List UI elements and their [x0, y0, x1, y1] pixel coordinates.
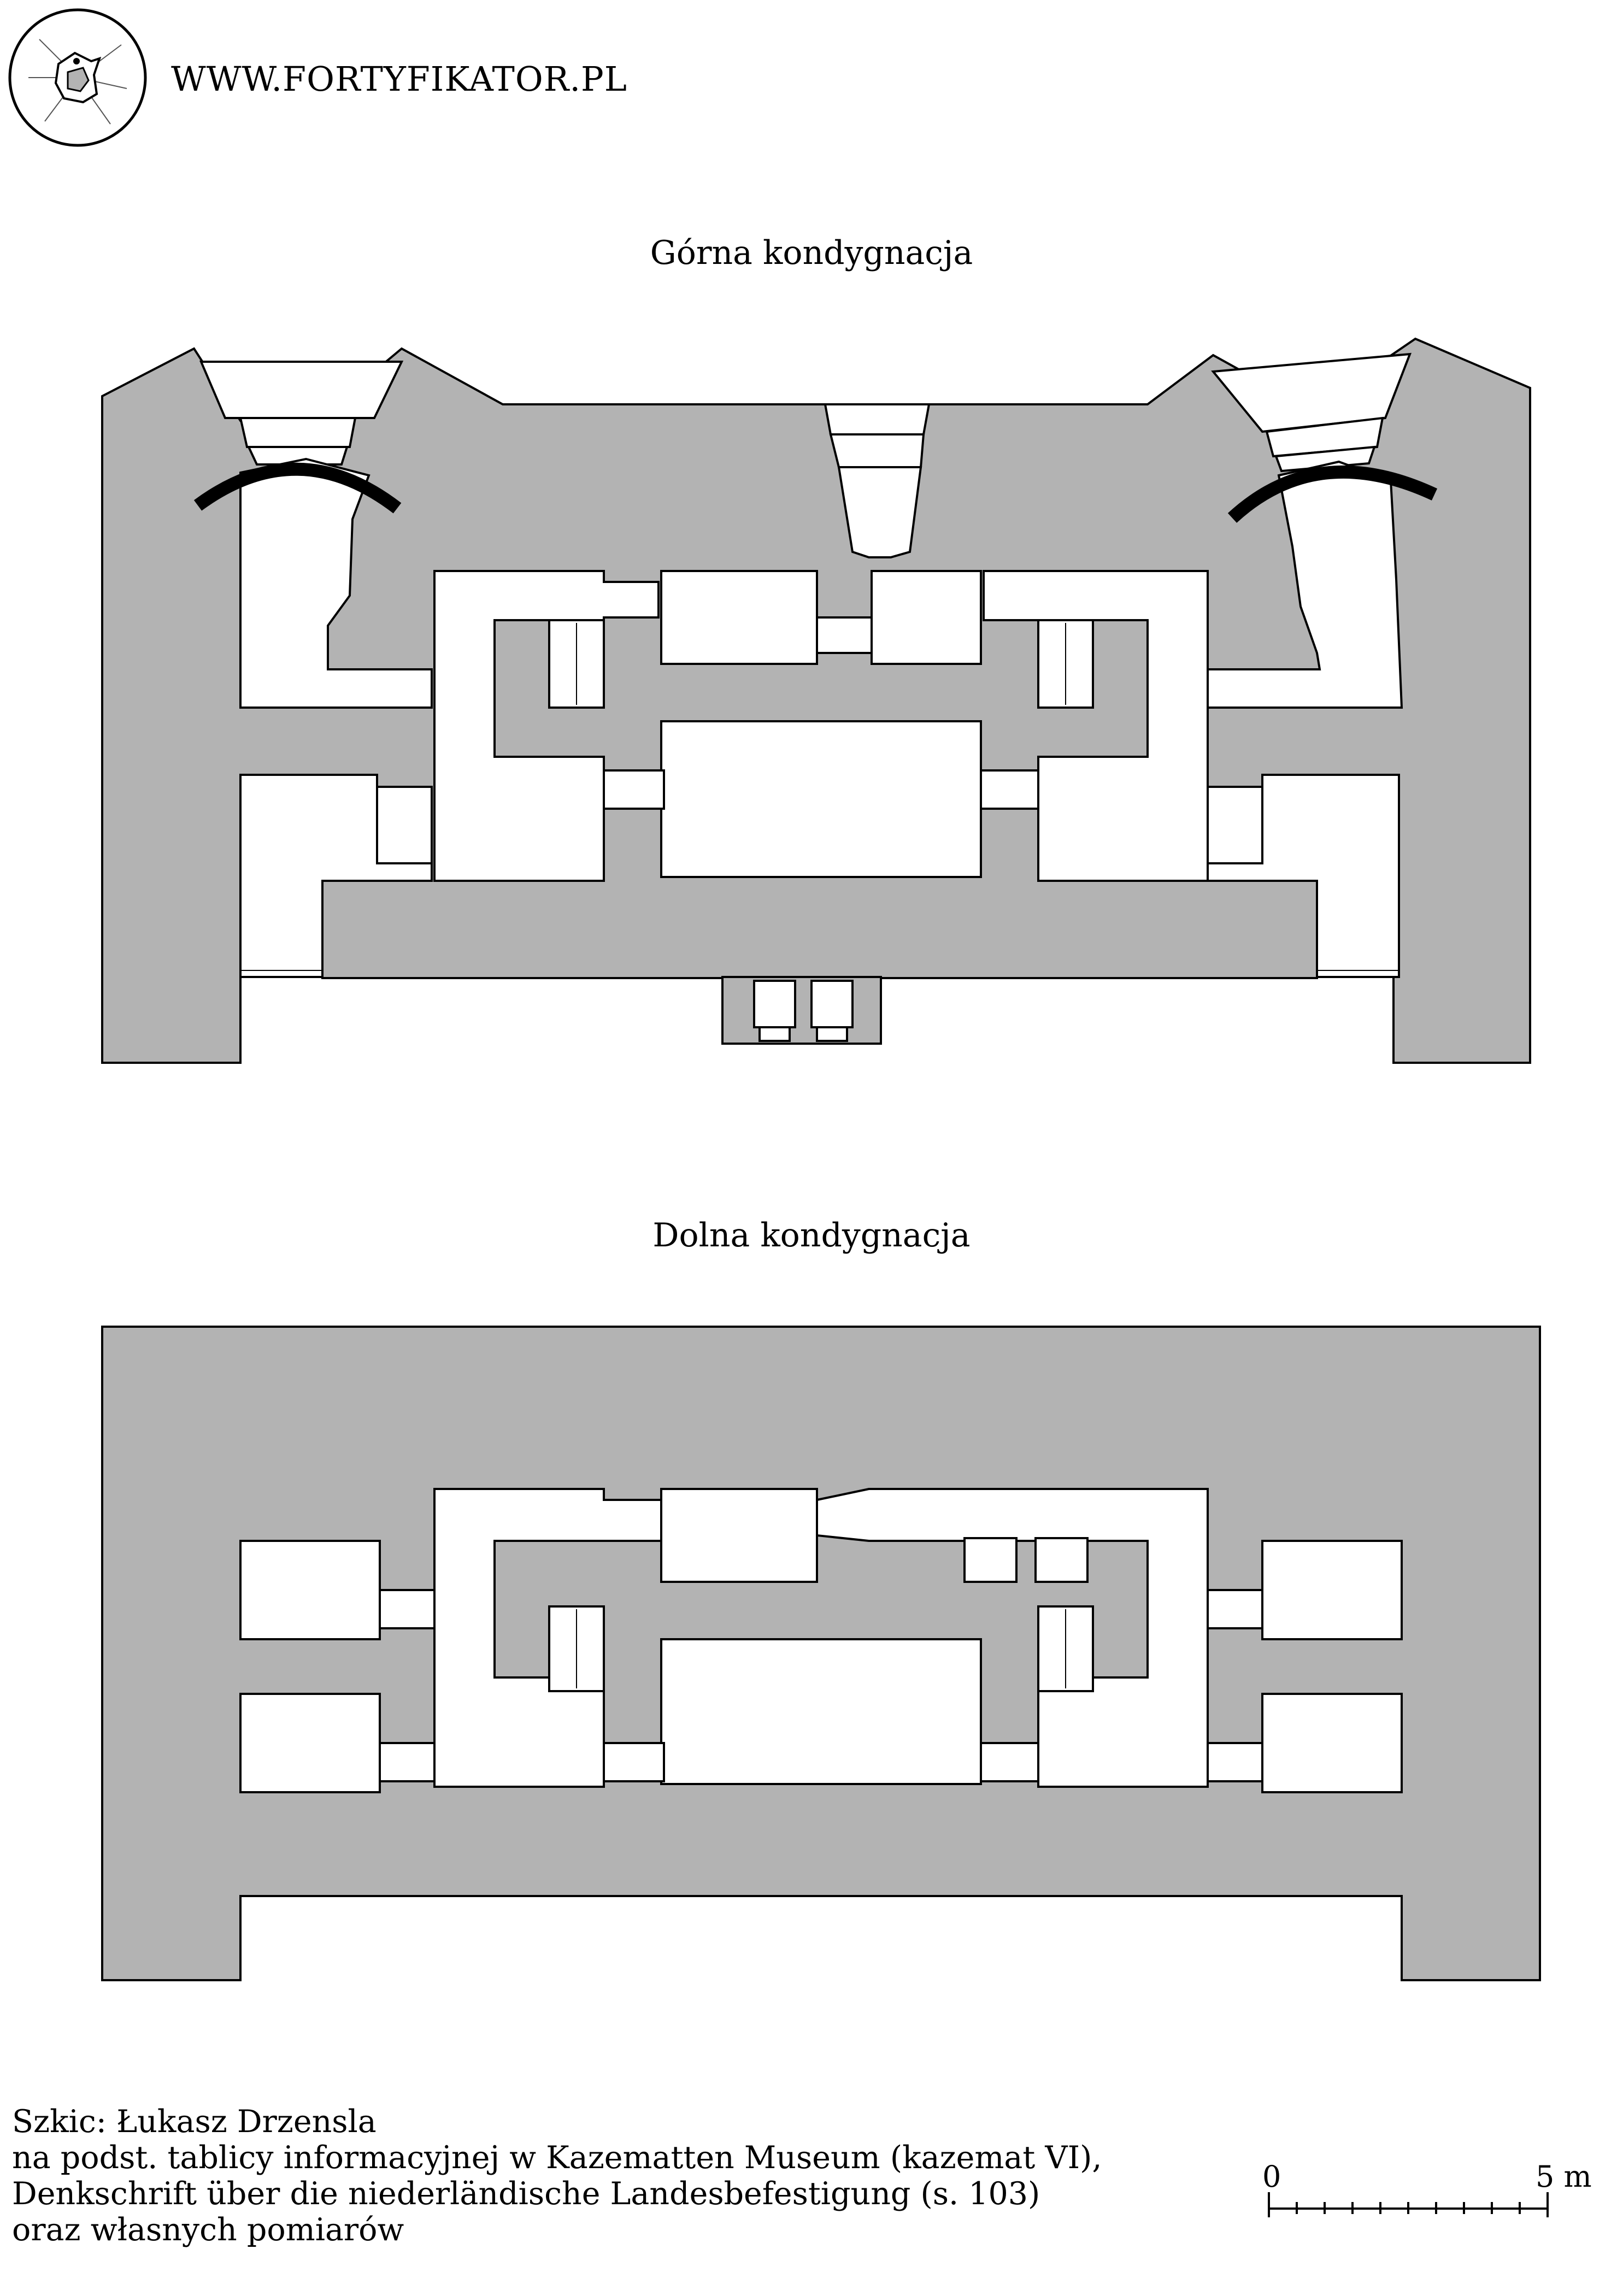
upper-exit-room-right	[810, 980, 854, 1028]
lower-small-cell-right	[1034, 1537, 1089, 1583]
scale-label-start: 0	[1262, 2159, 1281, 2194]
upper-right-door	[1207, 786, 1263, 864]
credits-source-2: Denkschrift über die niederländische Lan…	[12, 2176, 1040, 2212]
upper-exit-bay	[721, 976, 882, 1045]
upper-exit-room-left	[753, 980, 796, 1028]
lower-top-room	[660, 1488, 818, 1583]
upper-top-left-room	[660, 570, 818, 665]
upper-top-center-room	[871, 570, 982, 665]
upper-floor-plan	[101, 337, 1531, 1064]
upper-left-embrasure	[199, 361, 404, 419]
upper-central-hall	[660, 720, 982, 878]
upper-left-embrasure-throat	[239, 417, 357, 448]
lower-left-room-top	[239, 1540, 381, 1640]
fort-logo-icon	[8, 8, 147, 147]
upper-right-embrasure	[1211, 352, 1412, 433]
upper-center-embrasure	[824, 403, 931, 435]
scale-label-end: 5 m	[1536, 2159, 1592, 2194]
lower-small-cell-left	[963, 1537, 1018, 1583]
lower-central-hall	[660, 1638, 982, 1785]
credits-source-1: na podst. tablicy informacyjnej w Kazema…	[12, 2140, 1102, 2176]
lower-left-room-bottom	[239, 1693, 381, 1793]
upper-right-gun-track	[1227, 465, 1438, 523]
credits-source-3: oraz własnych pomiarów	[12, 2212, 404, 2248]
site-url[interactable]: WWW.FORTYFIKATOR.PL	[171, 59, 627, 99]
upper-left-gun-room	[239, 457, 433, 709]
scale-bar: 0 5 m	[1262, 2159, 1592, 2217]
upper-floor-title: Górna kondygnacja	[650, 234, 973, 272]
lower-corridor-ring	[433, 1488, 662, 1788]
lower-right-room-top	[1261, 1540, 1403, 1640]
lower-floor-plan	[101, 1326, 1541, 1981]
credits-author: Szkic: Łukasz Drzensla	[12, 2104, 377, 2140]
lower-right-room-bottom	[1261, 1693, 1403, 1793]
scale-ticks	[1268, 2192, 1549, 2217]
upper-left-gun-track	[193, 462, 402, 514]
upper-left-door	[376, 786, 433, 864]
credits-block: Szkic: Łukasz Drzensla na podst. tablicy…	[12, 2104, 1102, 2248]
lower-floor-title: Dolna kondygnacja	[652, 1216, 971, 1255]
